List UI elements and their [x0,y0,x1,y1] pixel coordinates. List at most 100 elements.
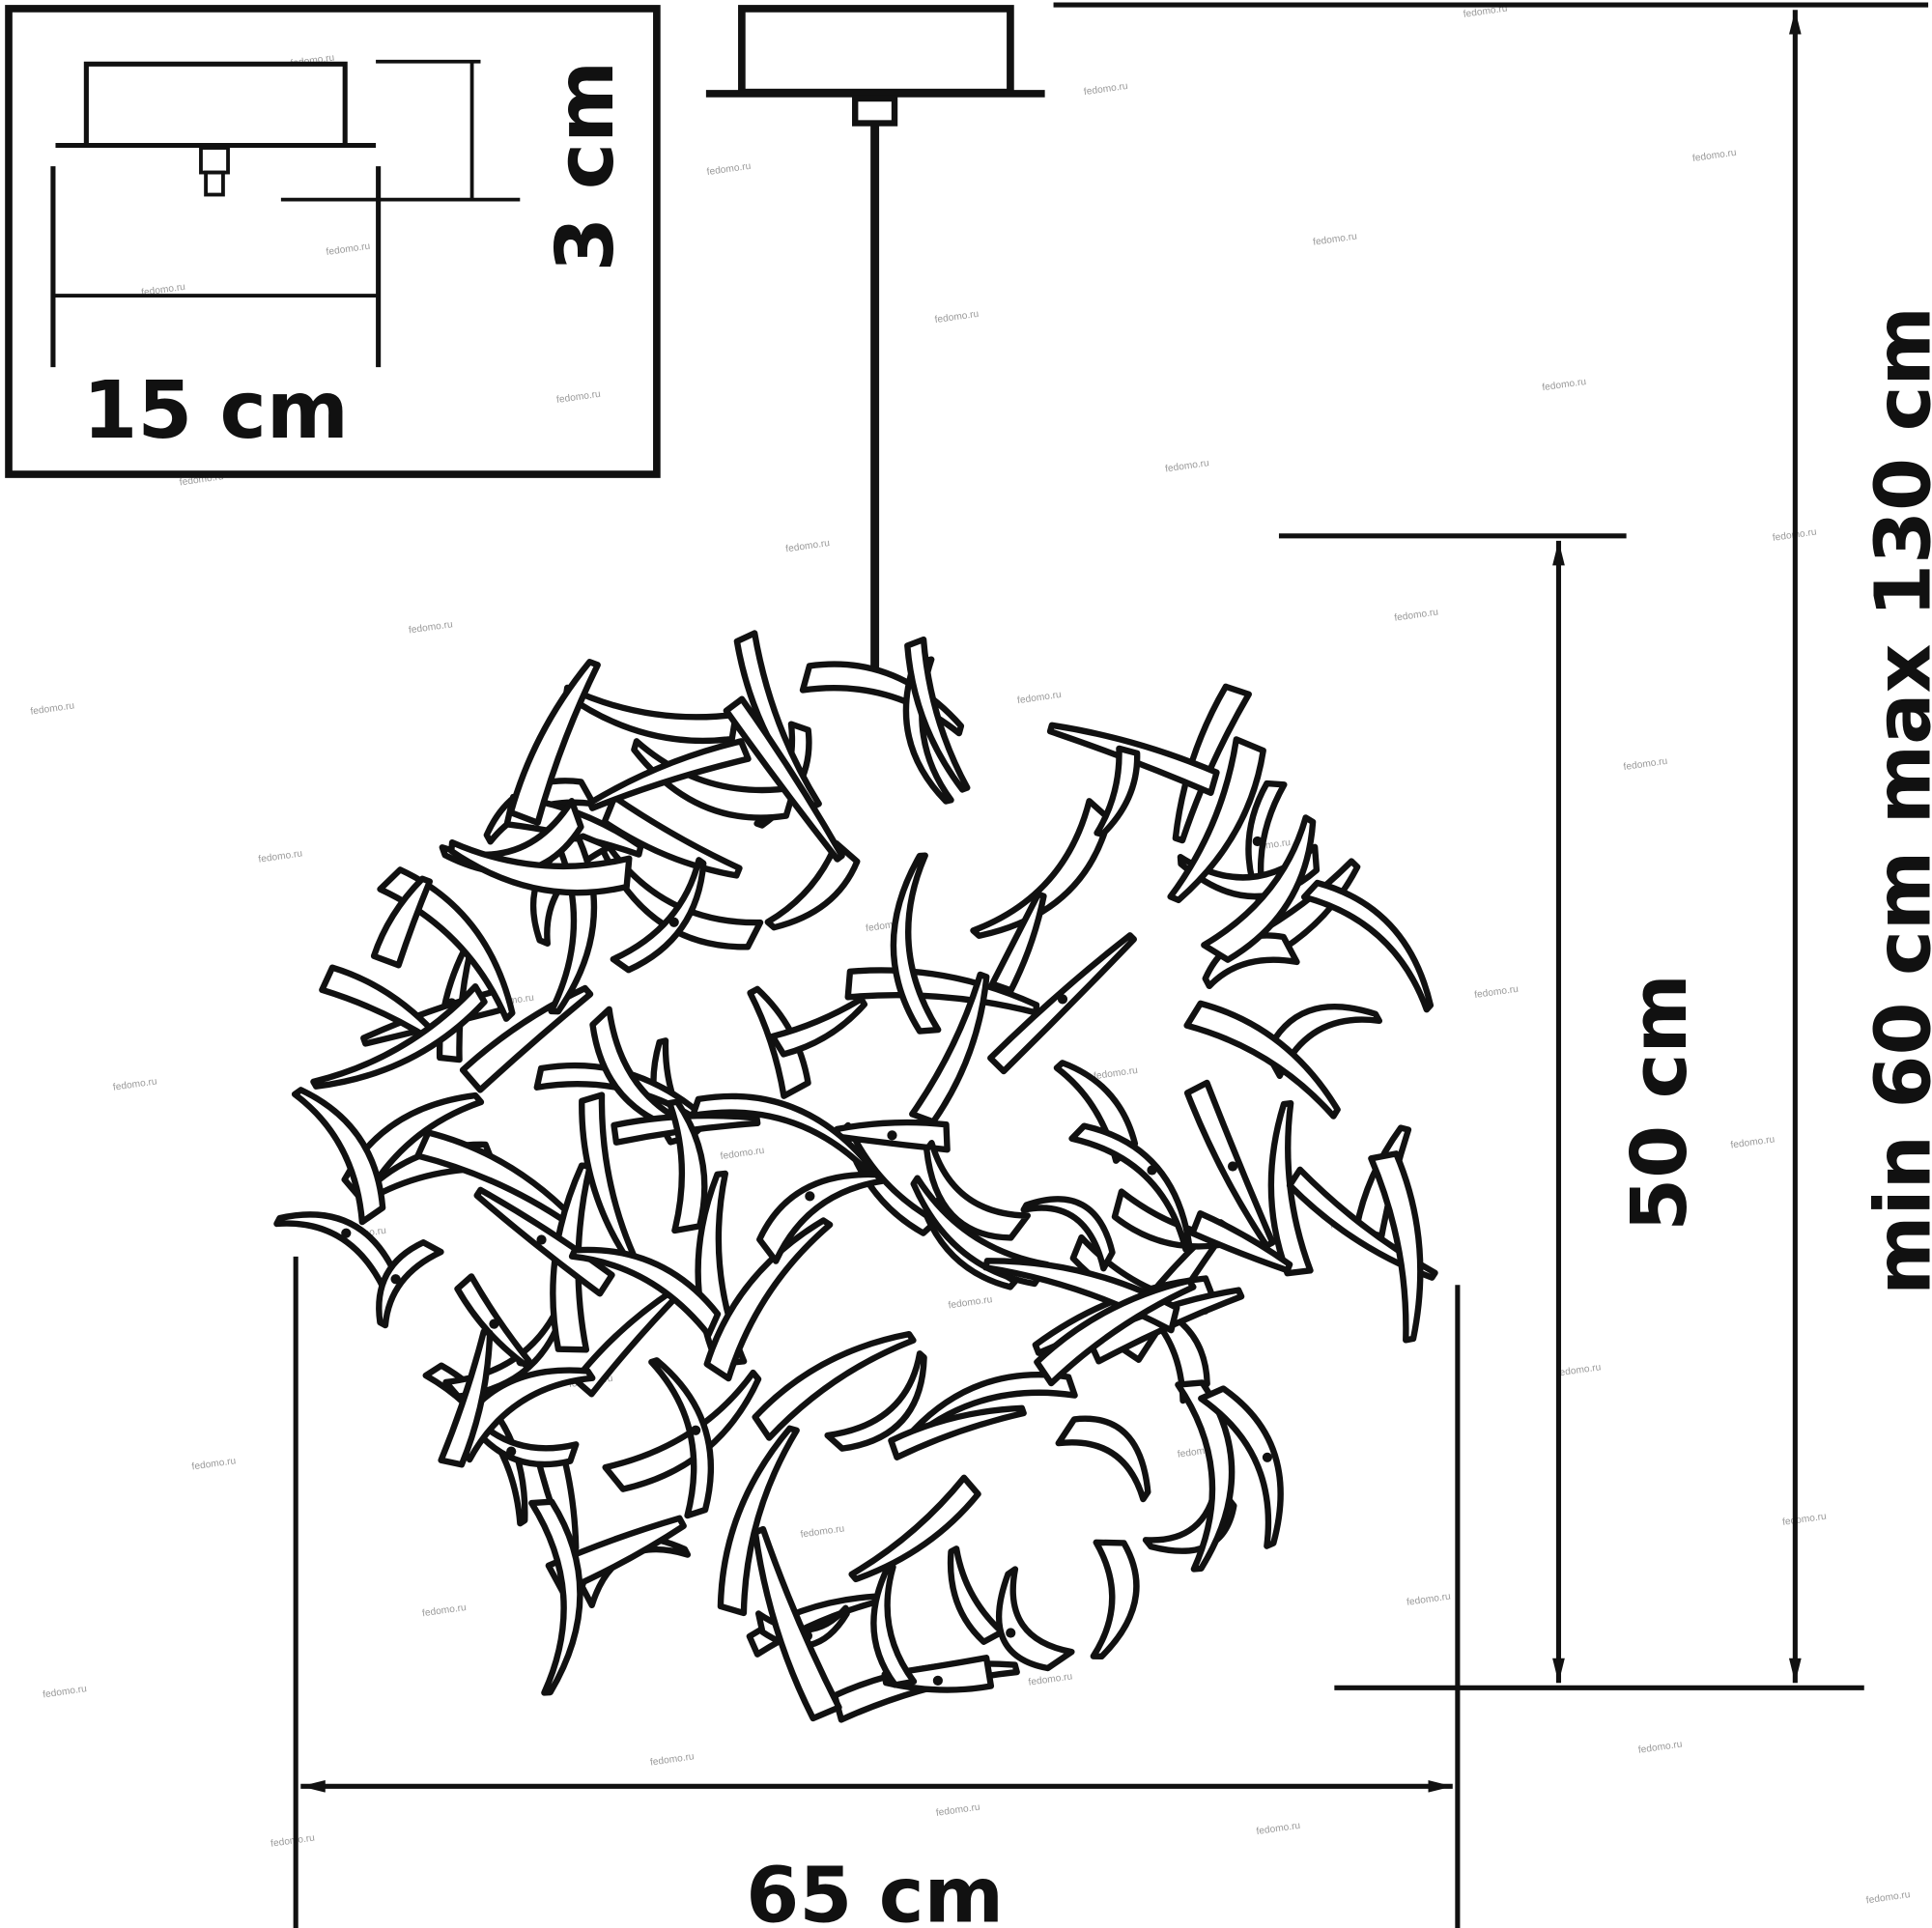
watermark-text: fedomo.ru [1256,1821,1301,1837]
ribbon [689,1092,877,1179]
watermark-text: fedomo.ru [1083,81,1128,98]
ribbon-rivet [887,1130,897,1141]
ribbon [769,996,868,1058]
canopy-height-label: 3 cm [540,61,632,272]
ribbon [648,1357,714,1519]
ribbon [723,695,845,863]
ribbon [909,971,990,1125]
ribbon [1055,1415,1151,1503]
ribbon [1245,780,1288,904]
watermark-text: fedomo.ru [1406,1592,1451,1608]
ribbon-rivet [536,1234,547,1245]
ribbon [414,1129,576,1228]
ribbon [764,839,861,931]
watermark-text: fedomo.ru [720,1146,765,1162]
ribbon-rivet [1006,1628,1016,1638]
ribbon [370,875,434,969]
ribbon [904,636,971,793]
ribbon-rivet [691,1425,701,1435]
watermark-text: fedomo.ru [270,1833,316,1850]
ribbon [947,1545,1006,1645]
ribbon [442,1296,569,1400]
watermark-layer: fedomo.ru fedomo.ru fedomo.ru fedomo.ru fedo… [30,4,1911,1907]
ribbon [579,1092,641,1269]
ribbon-rivet [1147,1165,1157,1176]
ribbon [988,891,1047,994]
ribbon [528,1498,583,1696]
ribbon [910,1175,1051,1288]
ribbon [824,1350,927,1452]
watermark-text: fedomo.ru [421,1602,467,1619]
watermark-text: fedomo.ru [1094,1065,1139,1082]
watermark-text: fedomo.ru [1781,1512,1827,1528]
ribbon [888,1404,1027,1460]
ribbon [589,1006,703,1137]
shade-width-label: 65 cm [746,1852,1004,1928]
ribbon [667,1098,708,1234]
ribbon [1189,1210,1293,1274]
watermark-text: fedomo.ru [1865,1889,1911,1906]
ribbon [1300,879,1435,1013]
inset-connector [199,146,230,175]
ribbon [910,1372,1078,1439]
ribbon [1368,1150,1424,1344]
watermark-text: fedomo.ru [112,1076,157,1092]
ribbon [600,840,764,950]
watermark-text: fedomo.ru [1691,148,1737,164]
ribbon [1201,814,1317,963]
ribbon-rivet [1227,1161,1238,1172]
ribbon [1020,1196,1116,1272]
inset-frame [5,5,661,478]
watermark-text: fedomo.ru [649,1751,695,1768]
watermark-text: fedomo.ru [706,161,752,178]
ribbon [545,1515,687,1595]
ribbon [1167,736,1266,904]
watermark-text: fedomo.ru [934,309,980,326]
watermark-text: fedomo.ru [948,1294,993,1311]
watermark-text: fedomo.ru [1637,1740,1683,1756]
watermark-text: fedomo.ru [191,1456,237,1472]
ribbon-rivet [668,917,679,927]
watermark-text: fedomo.ru [258,848,303,865]
ribbon [568,1246,722,1339]
ribbon [1034,1277,1197,1387]
ceiling-canopy [705,5,1045,691]
ribbon [1183,1000,1341,1120]
ribbon [291,1087,386,1226]
ribbon [717,1425,800,1617]
watermark-text: fedomo.ru [408,619,453,636]
watermark-text: fedomo.ru [30,700,75,717]
ribbon [752,1330,917,1441]
ribbon [995,1566,1075,1672]
ribbon [448,838,633,896]
ribbon-rivet [805,1191,815,1202]
watermark-text: fedomo.ru [1556,1362,1602,1378]
ribbon-ball-shade [273,630,1438,1723]
ribbon [848,1474,981,1583]
ribbon-rivet [506,1446,517,1457]
dimension-lines [293,2,1929,1928]
watermark-text: fedomo.ru [1016,690,1062,706]
watermark-text: fedomo.ru [1474,984,1520,1001]
watermark-text: fedomo.ru [785,538,831,554]
ribbon-rivet [1057,994,1068,1005]
ribbon-rivet [1252,836,1263,847]
watermark-text: fedomo.ru [800,1523,845,1540]
ribbon [562,684,739,745]
ribbon-rivet [932,1675,943,1687]
watermark-text: fedomo.ru [1313,231,1358,247]
ribbon [610,857,707,974]
ribbon-rivet [341,1228,352,1238]
watermark-text: fedomo.ru [555,389,601,406]
ribbon-rivet [489,1318,499,1329]
ribbon [1090,1539,1140,1660]
ribbon [1068,1122,1193,1253]
watermark-text: fedomo.ru [935,1802,980,1819]
ribbon [602,1369,762,1492]
ribbon [376,1239,444,1329]
ribbon [310,983,488,1090]
canopy-width-label: 15 cm [83,365,349,457]
inset-canopy [83,61,348,146]
